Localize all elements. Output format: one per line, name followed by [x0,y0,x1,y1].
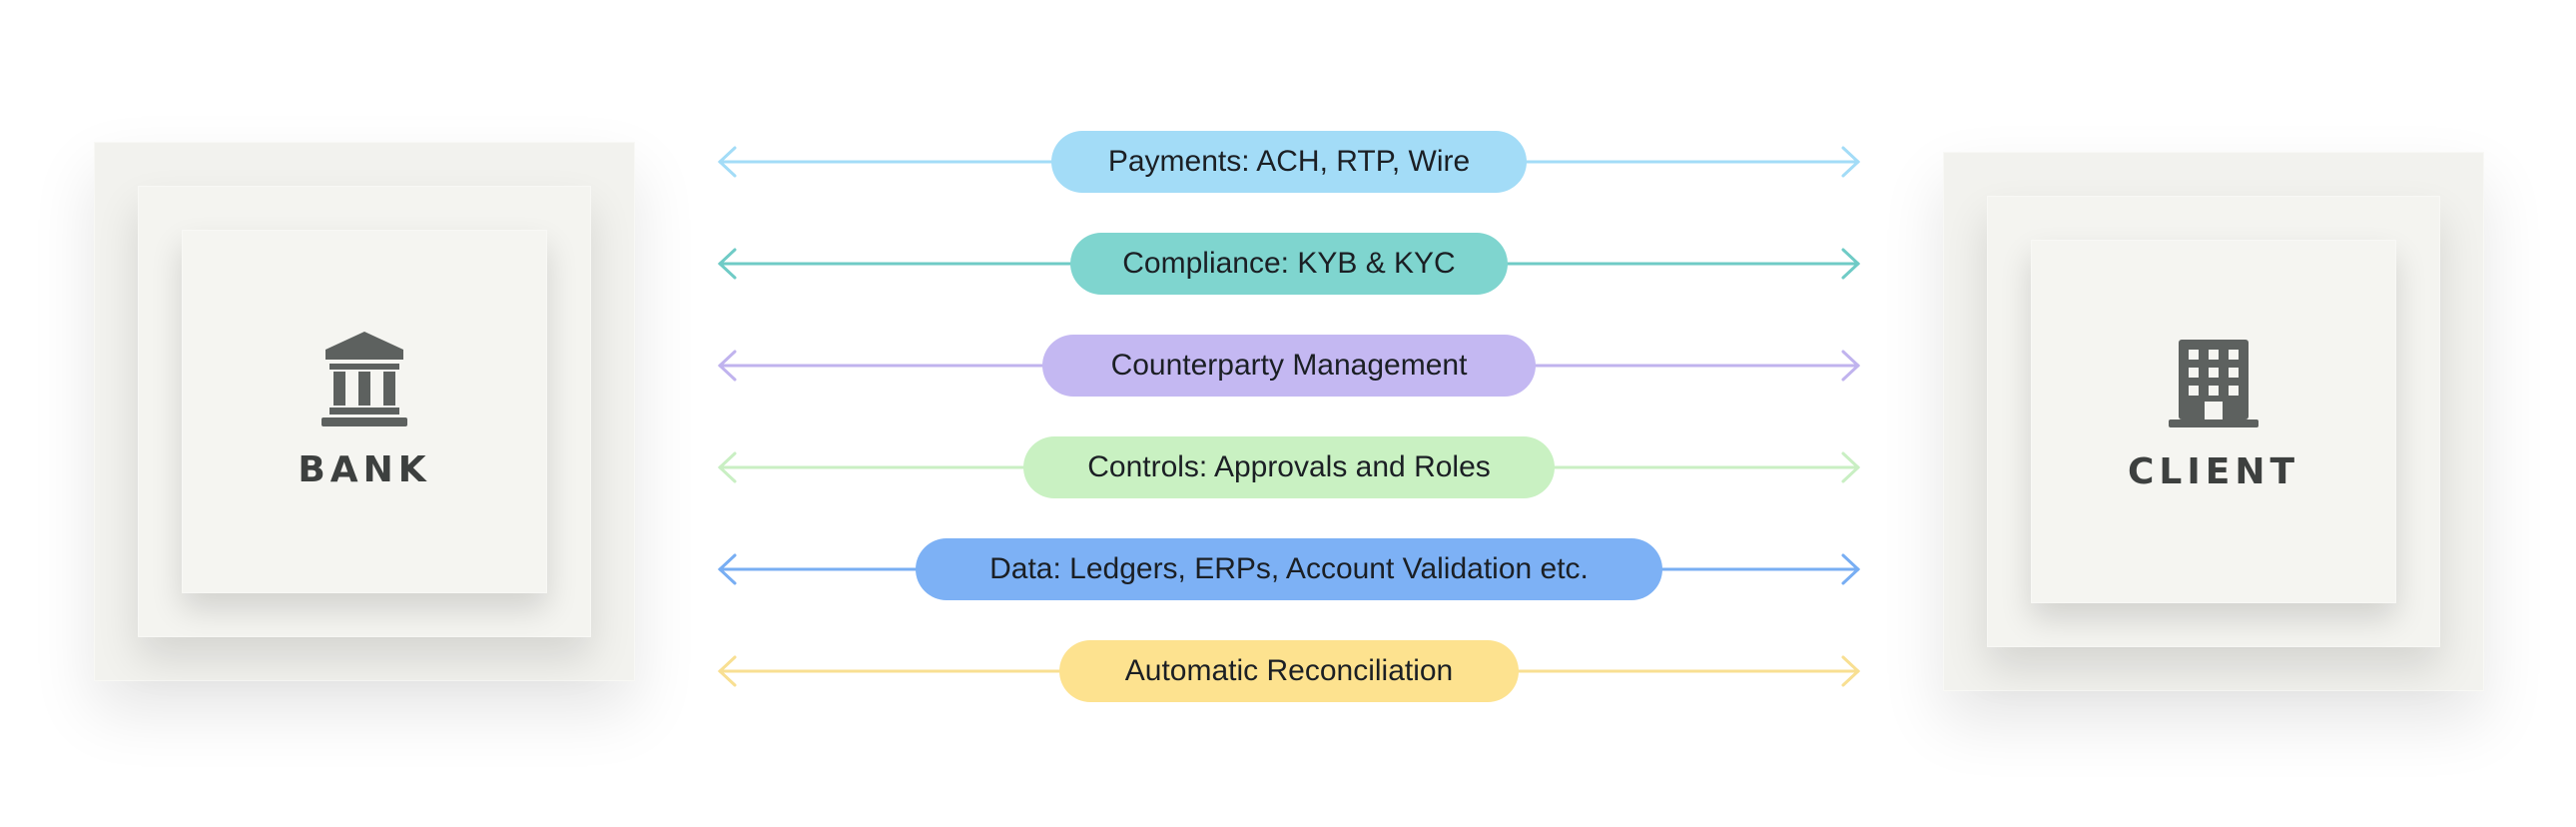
arrowhead-right [1841,553,1861,585]
connection-row: Data: Ledgers, ERPs, Account Validation … [717,538,1861,600]
connection-row: Compliance: KYB & KYC [717,233,1861,295]
connection-label: Automatic Reconciliation [1124,654,1454,687]
arrowhead-right [1841,451,1861,483]
connection-pill: Automatic Reconciliation [1059,640,1519,702]
connection-row: Controls: Approvals and Roles [717,436,1861,498]
arrowhead-right [1841,655,1861,687]
bank-icon [322,332,407,426]
arrowhead-left [717,350,737,382]
arrowhead-right [1841,146,1861,178]
connection-label: Controls: Approvals and Roles [1087,450,1491,483]
arrowhead-right [1841,248,1861,280]
connection-row: Payments: ACH, RTP, Wire [717,131,1861,193]
arrowhead-left [717,248,737,280]
connection-row: Automatic Reconciliation [717,640,1861,702]
bank-entity: BANK [94,142,635,681]
connection-pill: Counterparty Management [1042,335,1536,397]
office-building-icon [2169,340,2258,427]
connection-pill: Compliance: KYB & KYC [1070,233,1508,295]
connection-pill: Payments: ACH, RTP, Wire [1051,131,1527,193]
client-label: CLIENT [2127,451,2300,492]
connection-label: Compliance: KYB & KYC [1122,247,1456,280]
connection-label: Counterparty Management [1110,349,1468,382]
connection-label: Data: Ledgers, ERPs, Account Validation … [989,552,1589,585]
connection-row: Counterparty Management [717,335,1861,397]
arrowhead-left [717,451,737,483]
arrowhead-left [717,146,737,178]
connection-label: Payments: ACH, RTP, Wire [1107,145,1471,178]
arrowhead-left [717,655,737,687]
arrowhead-left [717,553,737,585]
connection-pill: Controls: Approvals and Roles [1023,436,1555,498]
bank-label: BANK [298,449,431,490]
client-entity: CLIENT [1943,152,2484,691]
connection-pill: Data: Ledgers, ERPs, Account Validation … [916,538,1662,600]
arrowhead-right [1841,350,1861,382]
